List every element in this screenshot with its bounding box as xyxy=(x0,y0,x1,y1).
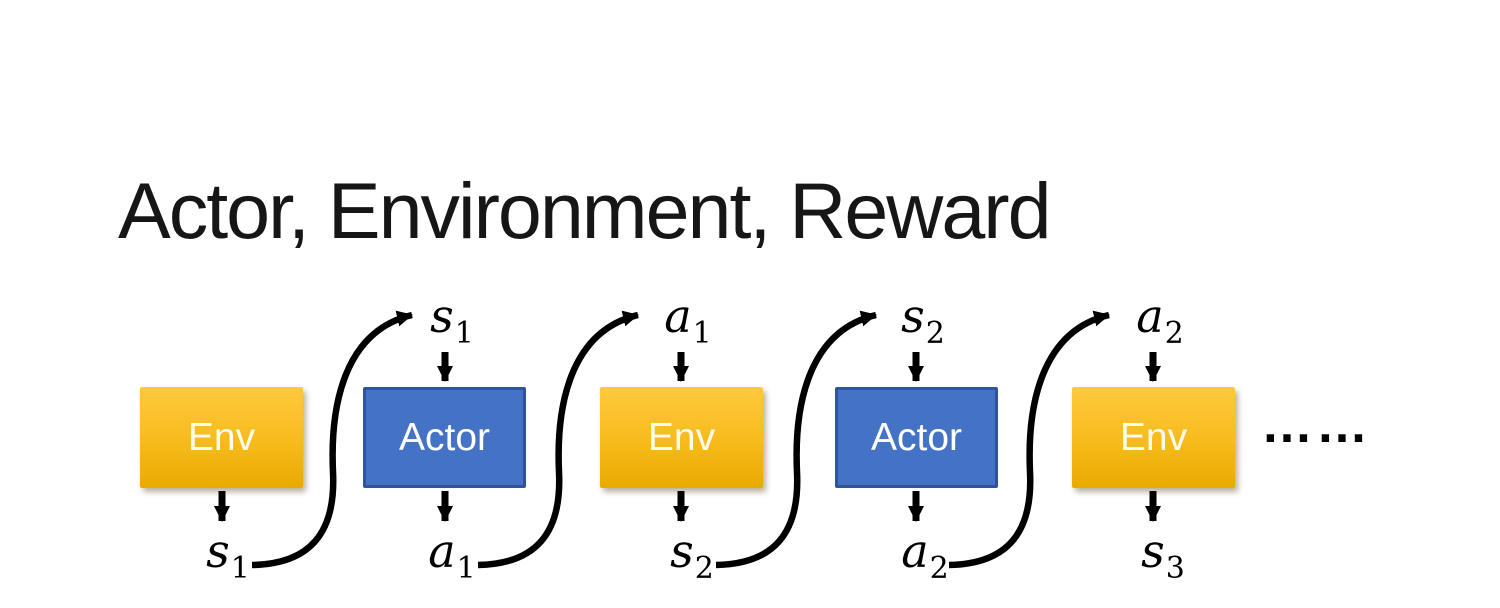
bottom-label-a2: a2 xyxy=(901,524,949,586)
bottom-label-a1: a1 xyxy=(428,524,476,586)
bottom-label-s2: s2 xyxy=(670,524,714,586)
env-box-3-label: Env xyxy=(1119,416,1188,459)
top-label-a1: a1 xyxy=(664,289,712,351)
continuation-ellipsis: …… xyxy=(1261,396,1371,454)
env-box-1-label: Env xyxy=(187,416,256,459)
actor-box-1: Actor xyxy=(363,387,526,488)
top-label-s2: s2 xyxy=(901,289,945,351)
actor-box-2-label: Actor xyxy=(870,416,963,459)
actor-box-2: Actor xyxy=(835,387,998,488)
top-label-a2: a2 xyxy=(1136,289,1184,351)
actor-box-1-label: Actor xyxy=(398,416,491,459)
env-box-2: Env xyxy=(600,387,763,488)
bottom-label-s1: s1 xyxy=(206,524,250,586)
env-box-2-label: Env xyxy=(647,416,716,459)
env-box-3: Env xyxy=(1072,387,1235,488)
top-label-s1: s1 xyxy=(430,289,474,351)
slide-title: Actor, Environment, Reward xyxy=(118,165,1052,255)
env-box-1: Env xyxy=(140,387,303,488)
bottom-label-s3: s3 xyxy=(1141,524,1185,586)
